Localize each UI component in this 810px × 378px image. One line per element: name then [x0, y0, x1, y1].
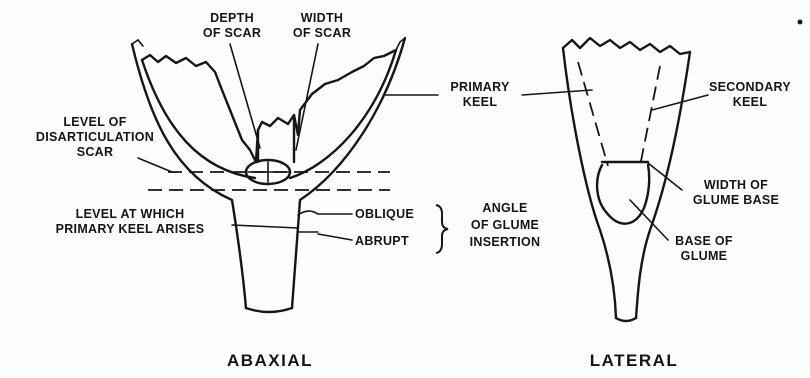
abaxial-outer-left-wall [132, 44, 246, 308]
leader-width-of-scar [296, 44, 318, 150]
label-primary-keel-1: PRIMARY [450, 80, 510, 94]
label-primary-keel-2: KEEL [463, 95, 498, 109]
label-disarticulation-1: LEVEL OF [63, 115, 126, 129]
label-secondary-keel-1: SECONDARY [709, 80, 791, 94]
label-base-of-glume-2: GLUME [681, 249, 728, 263]
leader-abrupt [318, 234, 352, 240]
abaxial-tip-left [132, 40, 143, 46]
abaxial-inner-left-wall [142, 60, 255, 178]
label-angle-1: ANGLE [482, 201, 527, 215]
lateral-base [616, 318, 636, 321]
label-disarticulation-2: DISARTICULATION [36, 130, 154, 144]
leader-keel-arises [232, 225, 298, 228]
secondary-keel-dashed [640, 66, 660, 166]
oblique-keel-line [298, 211, 318, 215]
label-width-glume-base-1: WIDTH OF [704, 178, 768, 192]
lateral-left-wall [563, 48, 616, 318]
leader-depth-of-scar [230, 44, 260, 148]
label-abrupt: ABRUPT [355, 234, 409, 248]
label-oblique: OBLIQUE [355, 207, 414, 221]
label-secondary-keel-2: KEEL [733, 95, 768, 109]
label-width-glume-base-2: GLUME BASE [693, 193, 779, 207]
leader-disarticulation [138, 158, 172, 172]
corner-dot [798, 20, 803, 25]
abaxial-base [246, 308, 292, 312]
lateral-torn-top [563, 38, 690, 54]
primary-keel-dashed [578, 62, 608, 166]
abaxial-torn-top [142, 50, 396, 162]
label-keel-arises-1: LEVEL AT WHICH [76, 207, 185, 221]
view-title-abaxial: ABAXIAL [227, 351, 313, 370]
leader-lines [138, 44, 708, 240]
lateral-right-wall [636, 52, 690, 318]
lateral-glume-drawing [563, 38, 690, 321]
label-keel-arises-2: PRIMARY KEEL ARISES [56, 222, 205, 236]
angle-brace [436, 205, 448, 253]
leader-primary-keel-lateral [522, 90, 592, 95]
view-title-lateral: LATERAL [590, 351, 679, 370]
leader-width-glume-base [648, 163, 682, 190]
abaxial-glume-drawing [132, 38, 405, 312]
label-width-of-scar-1: WIDTH [301, 11, 343, 25]
label-depth-of-scar-1: DEPTH [210, 11, 254, 25]
label-angle-2: OF GLUME [471, 218, 539, 232]
glume-base-outline [597, 165, 649, 224]
label-width-of-scar-2: OF SCAR [293, 26, 351, 40]
label-base-of-glume-1: BASE OF [675, 234, 733, 248]
label-depth-of-scar-2: OF SCAR [203, 26, 261, 40]
abaxial-outer-right-wall [292, 38, 405, 308]
label-disarticulation-3: SCAR [77, 145, 114, 159]
label-angle-3: INSERTION [470, 235, 541, 249]
